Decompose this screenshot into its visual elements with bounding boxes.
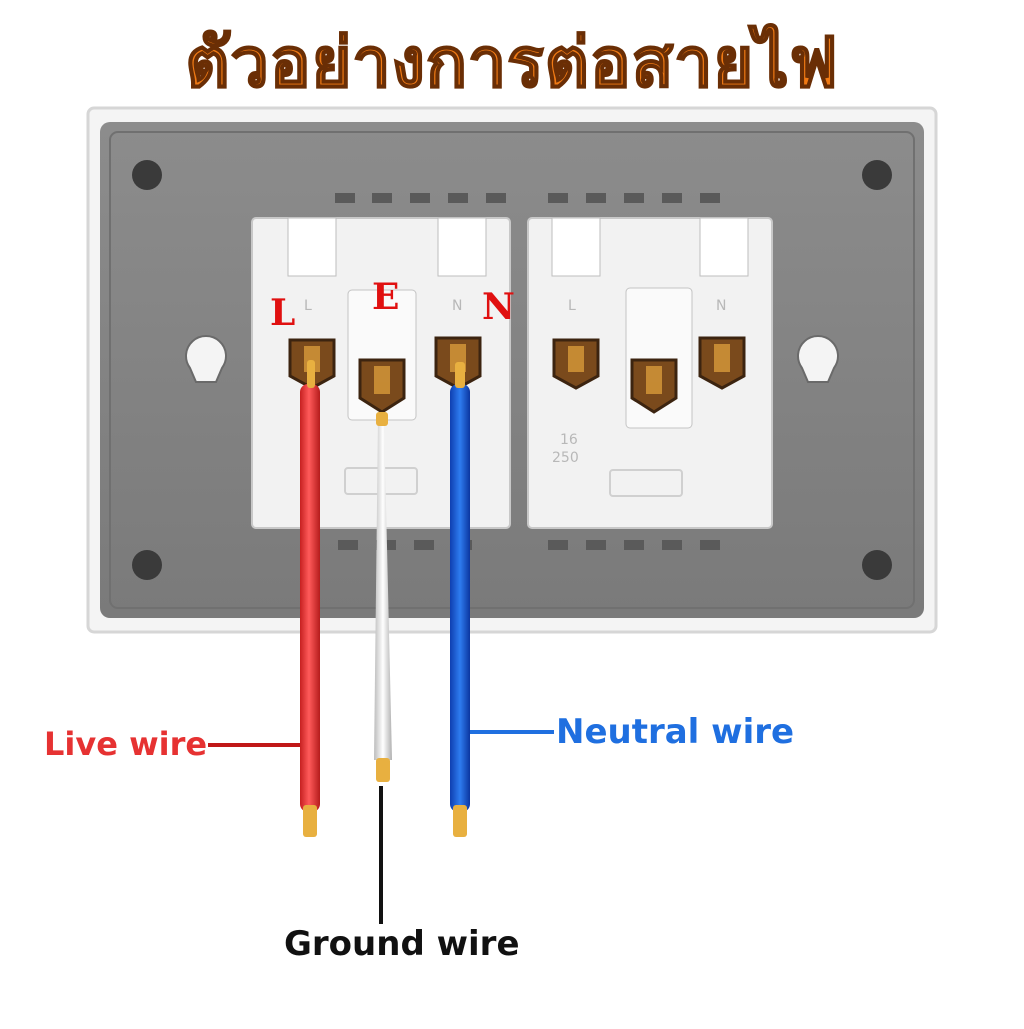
rating-volts: 250 <box>552 450 579 466</box>
left-neutral-mark: N <box>452 298 462 314</box>
diagram-title: ตัวอย่างการต่อสายไฟ <box>184 23 839 104</box>
ground-wire-label: Ground wire <box>284 924 520 964</box>
keyhole-slots <box>185 335 839 383</box>
rating-amps: 16 <box>560 432 578 448</box>
right-neutral-mark: N <box>716 298 726 314</box>
live-wire <box>300 360 320 837</box>
terminal-label-live: L <box>270 292 296 334</box>
neutral-wire-label: Neutral wire <box>556 712 795 752</box>
screw-holes <box>132 160 892 580</box>
left-live-mark: L <box>304 298 312 314</box>
neutral-wire <box>450 362 470 837</box>
ground-wire <box>374 412 392 782</box>
terminal-label-neutral: N <box>482 286 515 328</box>
right-live-mark: L <box>568 298 576 314</box>
terminal-label-earth: E <box>372 276 400 318</box>
live-wire-label: Live wire <box>44 725 208 763</box>
mounting-plate <box>100 122 924 618</box>
